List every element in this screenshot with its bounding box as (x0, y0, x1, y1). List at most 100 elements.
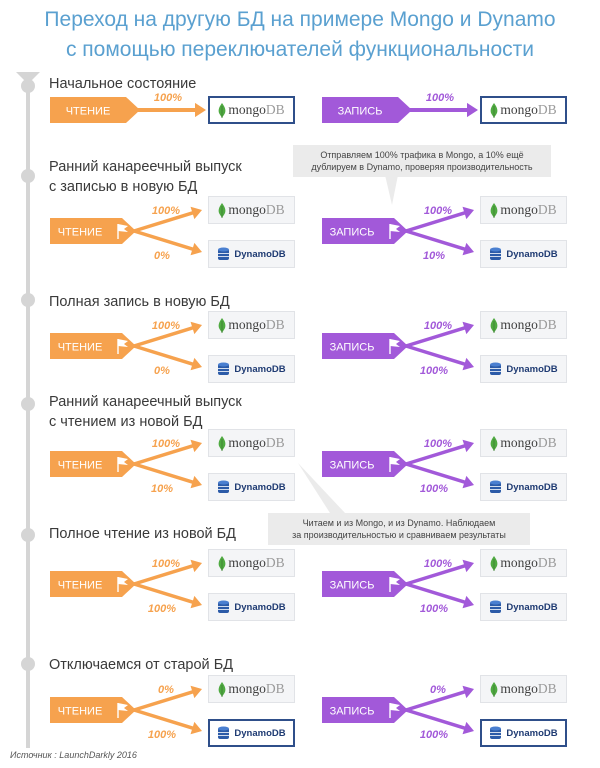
dynamo-traffic-percent: 100% (420, 729, 448, 741)
mongodb-wordmark-suffix: DB (537, 102, 557, 117)
mongodb-leaf-icon (490, 681, 498, 697)
feature-flag-icon (117, 224, 128, 239)
stage-title-line: Полное чтение из новой БД (49, 526, 237, 542)
mongodb-wordmark-main: mongo (500, 435, 538, 450)
mongo-traffic-percent: 100% (152, 558, 180, 570)
mongodb-wordmark: mongoDB (500, 555, 556, 571)
feature-flag-icon (389, 703, 400, 718)
timeline-node-6 (21, 657, 35, 671)
mongodb-box: mongoDB (208, 549, 295, 577)
dynamodb-database-icon (490, 247, 502, 260)
title-line-2: с помощью переключателей функциональност… (65, 38, 535, 61)
mongodb-box: mongoDB (208, 675, 295, 703)
dynamodb-database-icon (490, 362, 502, 375)
write-label: ЗАПИСЬ (338, 106, 383, 118)
mongodb-leaf-icon (490, 102, 498, 118)
mongodb-leaf-icon (218, 317, 226, 333)
mongodb-box: mongoDB (208, 429, 295, 457)
mongodb-wordmark-main: mongo (500, 317, 538, 332)
mongodb-wordmark-main: mongo (500, 555, 538, 570)
mongodb-wordmark-suffix: DB (265, 102, 285, 117)
dynamodb-logo: DynamoDB (489, 247, 558, 262)
mongo-traffic-percent: 100% (424, 205, 452, 217)
dynamodb-wordmark: DynamoDB (234, 248, 286, 260)
mongodb-box: mongoDB (480, 549, 567, 577)
mongo-traffic-percent: 100% (154, 92, 182, 104)
mongodb-wordmark-suffix: DB (265, 317, 285, 332)
dynamo-traffic-percent: 10% (151, 483, 173, 495)
read-label: ЧТЕНИЕ (58, 580, 103, 592)
stage-title: Полная запись в новую БД (49, 292, 230, 312)
feature-flag-icon (389, 457, 400, 472)
mongodb-wordmark: mongoDB (228, 317, 284, 333)
mongodb-wordmark-main: mongo (500, 202, 538, 217)
dynamodb-logo: DynamoDB (217, 362, 286, 377)
mongodb-box: mongoDB (480, 311, 567, 339)
dynamodb-wordmark: DynamoDB (234, 481, 286, 493)
mongodb-wordmark: mongoDB (228, 102, 284, 118)
flow-arrow-graphic: ЧТЕНИЕ 100% 0% (50, 205, 202, 262)
callout-text-line: Отправляем 100% трафика в Mongo, а 10% е… (320, 150, 524, 160)
mongodb-logo: mongoDB (490, 435, 557, 451)
callout-note-2: Читаем и из Mongo, и из Dynamo. Наблюдае… (268, 513, 530, 545)
mongodb-wordmark-main: mongo (228, 317, 266, 332)
stage-title-line: Ранний канареечный выпуск (49, 394, 242, 410)
callout-text-line: за производительностью и сравниваем резу… (292, 530, 506, 540)
mongodb-box: mongoDB (480, 96, 567, 124)
mongodb-wordmark: mongoDB (500, 681, 556, 697)
mongodb-box: mongoDB (480, 196, 567, 224)
mongo-traffic-percent: 100% (424, 558, 452, 570)
feature-flag-icon (389, 339, 400, 354)
dynamo-traffic-percent: 0% (154, 250, 170, 262)
mongodb-wordmark: mongoDB (500, 102, 556, 118)
read-label: ЧТЕНИЕ (58, 460, 103, 472)
mongodb-leaf-icon (218, 555, 226, 571)
dynamo-traffic-percent: 100% (148, 603, 176, 615)
mongodb-wordmark-suffix: DB (265, 202, 285, 217)
dynamodb-box: DynamoDB (480, 593, 567, 621)
dynamodb-logo: DynamoDB (489, 726, 558, 741)
stage-title-line: с записью в новую БД (49, 179, 198, 195)
callout-note-1: Отправляем 100% трафика в Mongo, а 10% е… (293, 145, 551, 177)
read-label: ЧТЕНИЕ (58, 227, 103, 239)
mongo-traffic-percent: 100% (424, 438, 452, 450)
dynamodb-database-icon (218, 247, 230, 260)
mongo-traffic-percent: 100% (152, 438, 180, 450)
mongodb-leaf-icon (218, 681, 226, 697)
stage-title: Начальное состояние (49, 74, 196, 94)
dynamodb-box: DynamoDB (480, 473, 567, 501)
mongo-traffic-percent: 100% (152, 205, 180, 217)
mongodb-leaf-icon (490, 435, 498, 451)
mongodb-box: mongoDB (208, 311, 295, 339)
mongodb-logo: mongoDB (490, 102, 557, 118)
mongodb-logo: mongoDB (218, 317, 285, 333)
write-label: ЗАПИСЬ (330, 706, 375, 718)
mongodb-leaf-icon (490, 317, 498, 333)
dynamodb-wordmark: DynamoDB (506, 481, 558, 493)
mongodb-wordmark: mongoDB (500, 202, 556, 218)
dynamo-traffic-percent: 10% (423, 250, 445, 262)
mongodb-wordmark: mongoDB (228, 555, 284, 571)
mongodb-logo: mongoDB (218, 555, 285, 571)
flow-arrow-graphic: ЧТЕНИЕ 100% 10% (50, 438, 202, 495)
feature-flag-icon (117, 339, 128, 354)
mongodb-box: mongoDB (480, 429, 567, 457)
mongodb-wordmark: mongoDB (228, 202, 284, 218)
dynamodb-box: DynamoDB (208, 593, 295, 621)
mongodb-logo: mongoDB (218, 102, 285, 118)
mongodb-leaf-icon (218, 435, 226, 451)
feature-flag-icon (117, 577, 128, 592)
dynamo-traffic-percent: 100% (420, 483, 448, 495)
dynamodb-wordmark: DynamoDB (506, 601, 558, 613)
dynamodb-box: DynamoDB (208, 355, 295, 383)
mongodb-wordmark-main: mongo (228, 681, 266, 696)
write-label: ЗАПИСЬ (330, 580, 375, 592)
title-line-1: Переход на другую БД на примере Mongo и … (44, 8, 556, 31)
mongodb-logo: mongoDB (490, 202, 557, 218)
